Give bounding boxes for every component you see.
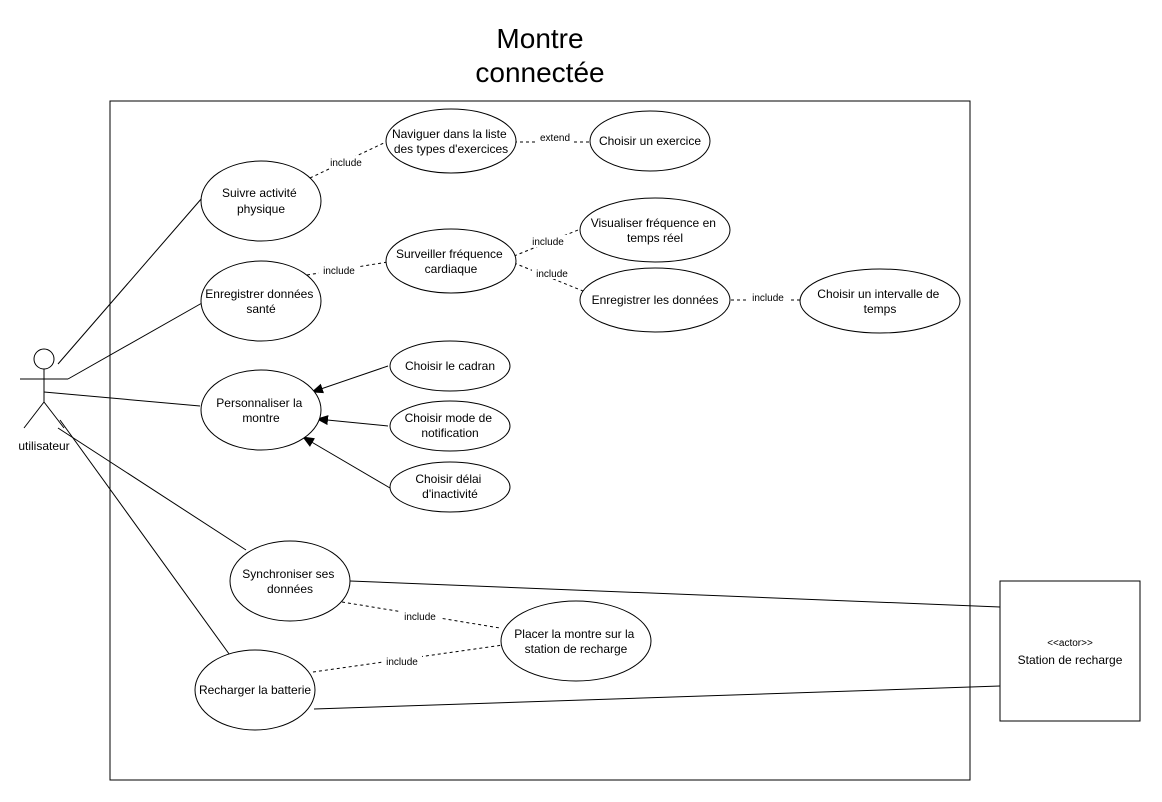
assoc-suivre bbox=[57, 197, 203, 365]
uc-naviguer-line1: Naviguer dans la liste bbox=[392, 127, 507, 141]
dependency-labels: include extend include include include i… bbox=[319, 131, 788, 668]
uc-enregistrer-donnees-label: Enregistrer les données bbox=[592, 293, 719, 307]
svg-text:Choisir mode de notifica: Choisir mode de notification bbox=[405, 411, 496, 440]
uc-intervalle-line2: temps bbox=[864, 302, 897, 316]
uc-cadran[interactable]: Choisir le cadran bbox=[389, 340, 511, 392]
actor-utilisateur-label: utilisateur bbox=[18, 439, 69, 453]
svg-text:Choisir délai d'inactivi: Choisir délai d'inactivité bbox=[415, 472, 484, 501]
svg-text:Choisir un intervalle de: Choisir un intervalle de temps bbox=[817, 287, 942, 316]
actor-utilisateur[interactable]: utilisateur bbox=[18, 348, 70, 453]
uc-recharger[interactable]: Recharger la batterie bbox=[194, 649, 316, 731]
uc-cadran-label: Choisir le cadran bbox=[405, 359, 495, 373]
actor-station-de-recharge[interactable]: <<actor>> Station de recharge bbox=[999, 580, 1141, 722]
gen-cadran bbox=[311, 365, 389, 394]
title-line-2: connectée bbox=[475, 57, 605, 88]
gen-delai bbox=[302, 436, 391, 489]
uc-delai-line2: d'inactivité bbox=[422, 487, 478, 501]
label-include-naviguer: include bbox=[330, 158, 362, 169]
svg-text:Suivre activité physique: Suivre activité physique bbox=[222, 186, 300, 216]
svg-text:Placer la montre sur la: Placer la montre sur la station de recha… bbox=[514, 627, 637, 656]
uc-suivre-activite[interactable]: Suivre activité physique bbox=[200, 160, 322, 242]
dep-recharger-placer bbox=[312, 644, 504, 673]
system-boundary bbox=[109, 100, 971, 781]
title-line-1: Montre bbox=[496, 23, 584, 54]
svg-text:Visualiser fréquence en: Visualiser fréquence en temps réel bbox=[591, 216, 720, 245]
uc-placer-line1: Placer la montre sur la bbox=[514, 627, 634, 641]
uc-synchroniser-line1: Synchroniser ses bbox=[242, 567, 334, 581]
label-include-recharger: include bbox=[386, 657, 418, 668]
label-include-visualiser: include bbox=[532, 237, 564, 248]
uc-surveiller[interactable]: Surveiller fréquence cardiaque bbox=[385, 228, 517, 294]
actor-right-leg bbox=[43, 401, 65, 429]
uc-naviguer-line2: des types d'exercices bbox=[394, 142, 508, 156]
uc-suivre-line2: physique bbox=[237, 202, 285, 216]
diagram-title: Montre connectée bbox=[390, 22, 690, 90]
uc-suivre-line1: Suivre activité bbox=[222, 186, 297, 200]
label-include-surveiller: include bbox=[323, 266, 355, 277]
uc-notification-line1: Choisir mode de bbox=[405, 411, 493, 425]
uc-placer-line2: station de recharge bbox=[525, 642, 628, 656]
uc-surveiller-line1: Surveiller fréquence bbox=[396, 247, 503, 261]
station-box bbox=[999, 580, 1141, 722]
assoc-personnaliser bbox=[43, 391, 201, 407]
svg-text:Naviguer dans la liste d: Naviguer dans la liste des types d'exerc… bbox=[392, 127, 510, 156]
uc-visualiser[interactable]: Visualiser fréquence en temps réel bbox=[579, 197, 731, 263]
uc-enregistrer-sante-line1: Enregistrer données bbox=[205, 287, 313, 301]
generalizations bbox=[302, 365, 391, 489]
actor-left-leg bbox=[23, 401, 45, 429]
uc-personnaliser-line1: Personnaliser la bbox=[216, 396, 302, 410]
uc-enregistrer-donnees[interactable]: Enregistrer les données bbox=[579, 267, 731, 333]
svg-text:Synchroniser ses données: Synchroniser ses données bbox=[242, 567, 337, 596]
uc-intervalle-line1: Choisir un intervalle de bbox=[817, 287, 939, 301]
uc-notification[interactable]: Choisir mode de notification bbox=[389, 400, 511, 452]
uc-intervalle[interactable]: Choisir un intervalle de temps bbox=[799, 268, 961, 334]
uc-personnaliser[interactable]: Personnaliser la montre bbox=[200, 369, 322, 451]
assoc-recharger bbox=[59, 419, 233, 659]
uc-choisir-exercice[interactable]: Choisir un exercice bbox=[589, 110, 711, 172]
uc-delai-line1: Choisir délai bbox=[415, 472, 481, 486]
uc-choisir-exercice-label: Choisir un exercice bbox=[599, 134, 701, 148]
uc-delai[interactable]: Choisir délai d'inactivité bbox=[389, 461, 511, 513]
uc-recharger-label: Recharger la batterie bbox=[199, 683, 311, 697]
label-include-intervalle: include bbox=[752, 293, 784, 304]
uc-synchroniser[interactable]: Synchroniser ses données bbox=[229, 540, 351, 622]
uc-naviguer[interactable]: Naviguer dans la liste des types d'exerc… bbox=[385, 108, 517, 174]
uc-synchroniser-line2: données bbox=[267, 582, 313, 596]
station-stereotype: <<actor>> bbox=[1047, 638, 1093, 649]
associations bbox=[43, 197, 1001, 710]
uc-placer[interactable]: Placer la montre sur la station de recha… bbox=[500, 600, 652, 682]
uc-notification-line2: notification bbox=[421, 426, 478, 440]
svg-text:Enregistrer données sant: Enregistrer données santé bbox=[205, 287, 316, 316]
assoc-enregistrer-sante bbox=[67, 302, 203, 380]
actor-head bbox=[33, 348, 55, 370]
uc-visualiser-line1: Visualiser fréquence en bbox=[591, 216, 716, 230]
label-extend-exercice: extend bbox=[540, 133, 570, 144]
label-include-synchroniser: include bbox=[404, 612, 436, 623]
assoc-synchroniser bbox=[57, 427, 247, 551]
uc-personnaliser-line2: montre bbox=[242, 411, 280, 425]
svg-text:Personnaliser la montre: Personnaliser la montre bbox=[216, 396, 305, 425]
svg-text:Surveiller fréquence car: Surveiller fréquence cardiaque bbox=[396, 247, 506, 276]
uc-enregistrer-sante[interactable]: Enregistrer données santé bbox=[200, 260, 322, 342]
gen-notification bbox=[316, 415, 389, 427]
uc-enregistrer-sante-line2: santé bbox=[246, 302, 276, 316]
station-name: Station de recharge bbox=[1018, 653, 1123, 667]
label-include-enregistrer: include bbox=[536, 269, 568, 280]
uc-surveiller-line2: cardiaque bbox=[425, 262, 478, 276]
assoc-station-recharger bbox=[313, 685, 1001, 710]
uc-visualiser-line2: temps réel bbox=[627, 231, 683, 245]
assoc-station-synchroniser bbox=[349, 580, 1001, 608]
